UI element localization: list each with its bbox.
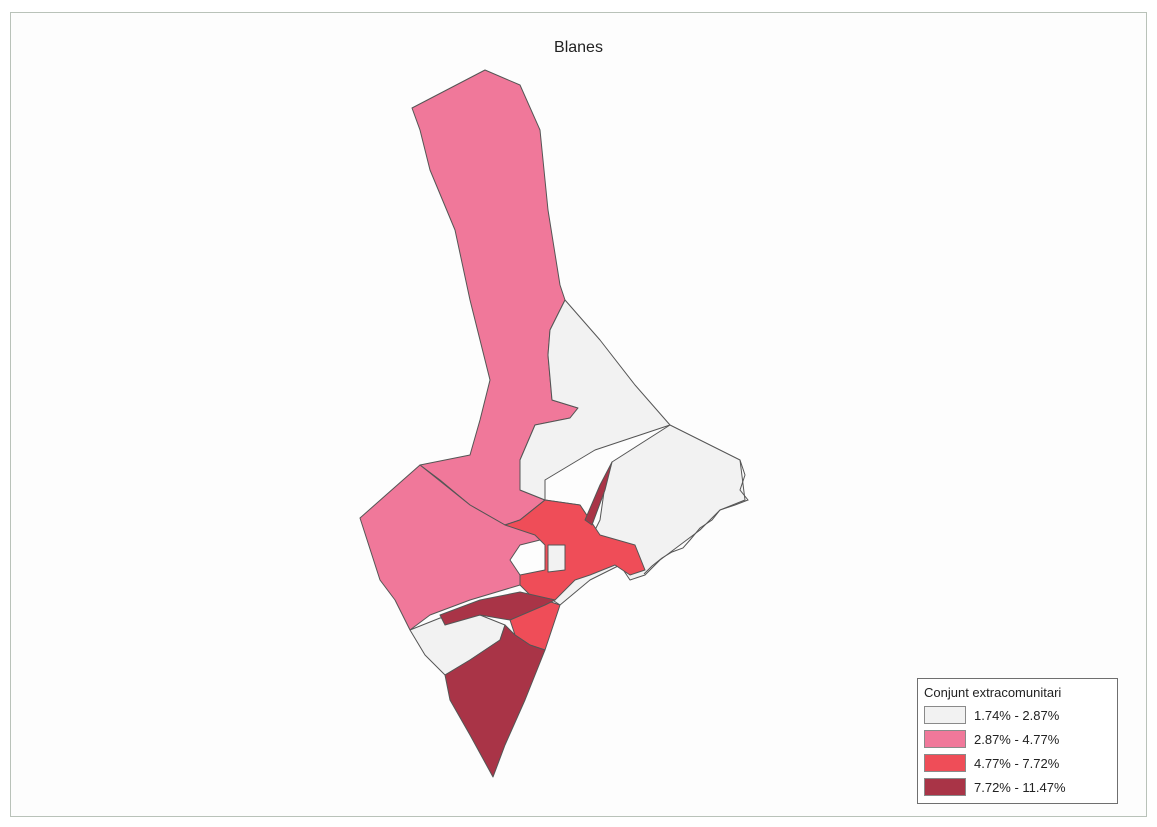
region-east-light[interactable] — [519, 299, 671, 501]
region-center-red[interactable] — [504, 499, 646, 601]
legend-swatch — [924, 754, 966, 772]
map-title: Blanes — [554, 39, 603, 56]
legend-swatch — [924, 706, 966, 724]
legend-item: 1.74% - 2.87% — [924, 706, 1114, 726]
legend-item: 7.72% - 11.47% — [924, 778, 1114, 798]
region-south-dark[interactable] — [444, 624, 546, 778]
region-strip-dark[interactable] — [584, 461, 613, 526]
legend-label: 7.72% - 11.47% — [974, 780, 1066, 795]
map-legend: Conjunt extracomunitari 1.74% - 2.87% 2.… — [917, 678, 1118, 804]
coastline — [643, 459, 749, 575]
legend-swatch — [924, 730, 966, 748]
region-band-dark[interactable] — [439, 591, 556, 626]
region-pocket-light[interactable] — [547, 544, 566, 573]
legend-item: 2.87% - 4.77% — [924, 730, 1114, 750]
legend-label: 2.87% - 4.77% — [974, 732, 1060, 747]
legend-title: Conjunt extracomunitari — [924, 685, 1062, 700]
legend-item: 4.77% - 7.72% — [924, 754, 1114, 774]
legend-label: 4.77% - 7.72% — [974, 756, 1060, 771]
legend-swatch — [924, 778, 966, 796]
legend-label: 1.74% - 2.87% — [974, 708, 1060, 723]
